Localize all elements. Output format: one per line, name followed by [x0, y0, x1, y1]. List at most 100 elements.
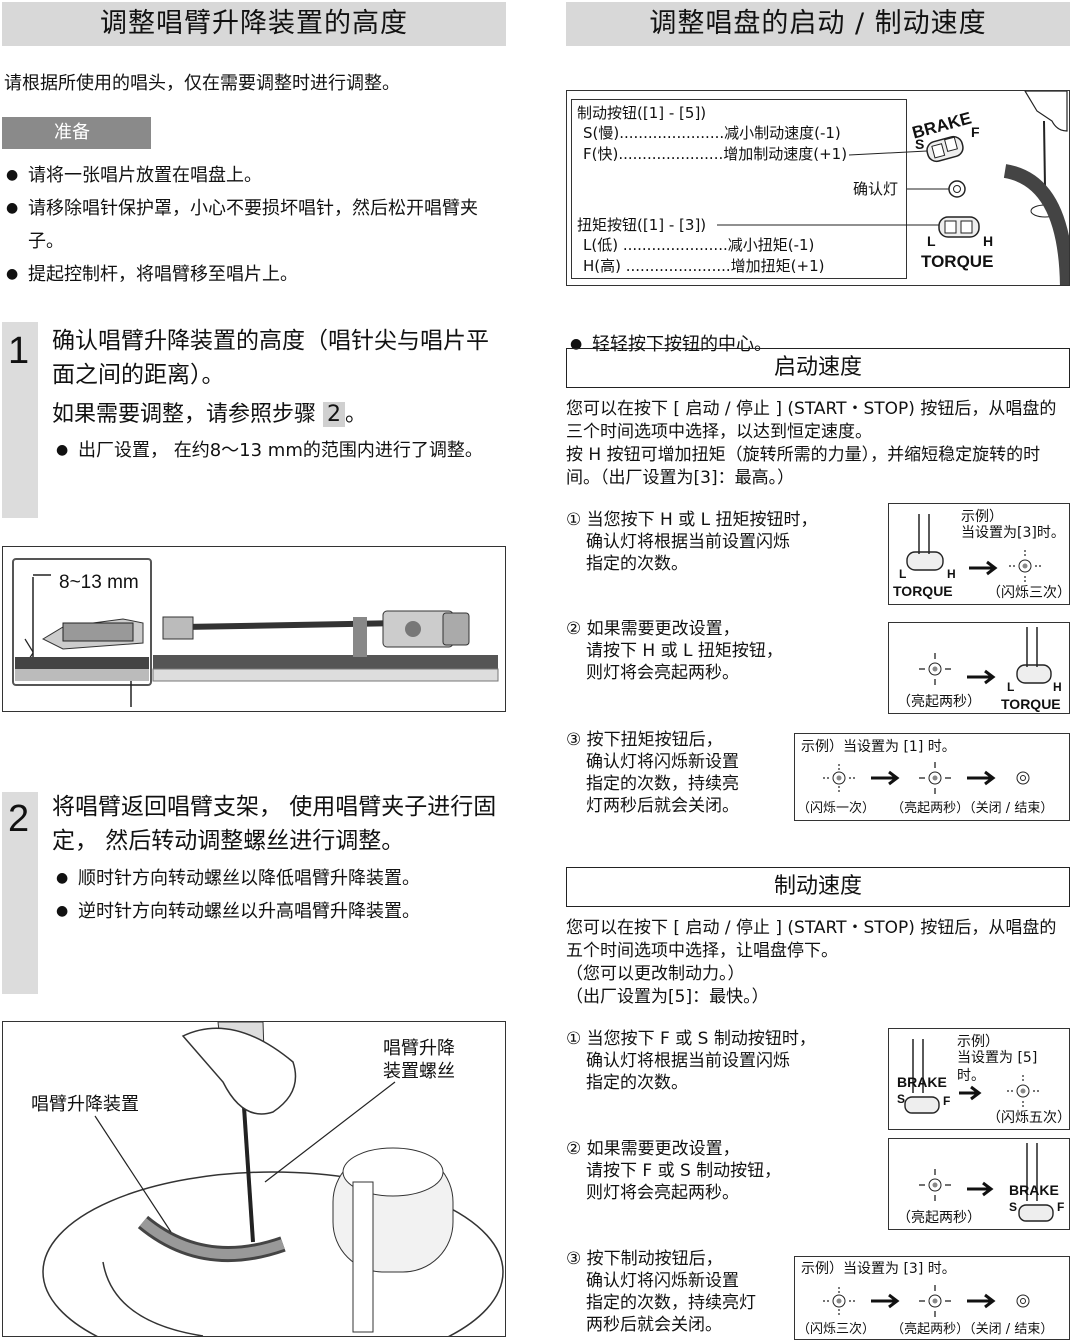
torque-word: TORQUE	[921, 252, 993, 271]
arrow-right-icon	[967, 770, 996, 786]
brake-button-icon	[904, 1096, 940, 1114]
step1-subtext: 如果需要调整，请参照步骤 2。	[52, 398, 506, 432]
brake-step2: ② 如果需要更改设置， 请按下 F 或 S 制动按钮， 则灯将会亮起两秒。	[566, 1138, 886, 1204]
torque-sequence-diagram	[823, 762, 1030, 794]
step1-sub-prefix: 如果需要调整，请参照步骤	[52, 402, 317, 427]
svg-text:H: H	[1053, 680, 1062, 694]
step-ref-badge: 2	[323, 402, 346, 427]
caption: （关闭 / 结束）	[969, 1322, 1054, 1337]
sequence-captions: （闪烁三次） （亮起两秒）（关闭 / 结束）	[797, 1321, 1053, 1339]
brake-speed-desc3: （出厂设置为[5]：最快。）	[566, 987, 769, 1007]
caption: （闪烁一次）	[797, 801, 876, 816]
start-step3-line: 确认灯将闪烁新设置	[586, 752, 739, 772]
brake-s-letter: S	[915, 136, 924, 152]
tonearm-height-figure: 8~13 mm	[2, 546, 506, 712]
start-step2-line: 请按下 H 或 L 扭矩按钮，	[586, 641, 783, 661]
torque-lit-diagram: L H TORQUE	[919, 627, 1062, 712]
lit-light-icon	[919, 1169, 951, 1201]
brake-lit-diagram: BRAKE S F	[919, 1143, 1064, 1222]
arrow-right-icon	[969, 560, 998, 576]
start-step3-line: ③ 按下扭矩按钮后，	[566, 730, 723, 750]
step2-note: 逆时针方向转动螺丝以升高唱臂升降装置。	[56, 895, 506, 928]
brake-sequence-diagram	[823, 1285, 1030, 1317]
brake-step2-line: 则灯将会亮起两秒。	[586, 1183, 739, 1203]
torque-title: 扭矩按钮([1] - [3])	[577, 216, 707, 234]
arrow-right-icon	[871, 770, 900, 786]
right-section-header: 调整唱盘的启动 / 制动速度	[566, 2, 1070, 46]
torque-l-line: L(低) ......................减小扭矩(-1)	[583, 236, 815, 254]
step2-bar	[2, 792, 38, 994]
lift-screw-label-line1: 唱臂升降	[383, 1038, 455, 1058]
svg-text:F: F	[943, 1094, 950, 1108]
prep-item: 请移除唱针保护罩，小心不要损坏唱针，然后松开唱臂夹子。	[6, 192, 506, 258]
torque-word: TORQUE	[893, 583, 953, 599]
prep-list: 请将一张唱片放置在唱盘上。 请移除唱针保护罩，小心不要损坏唱针，然后松开唱臂夹子…	[6, 159, 506, 291]
brake-step3-line: 两秒后就会关闭。	[586, 1315, 722, 1335]
brake-step1-figure: 示例） 当设置为 [5] 时。 BRAKE S F （闪烁五次）	[888, 1028, 1071, 1130]
torque-blink-diagram: L H TORQUE	[893, 514, 1041, 599]
blinking-light-icon	[823, 1287, 855, 1315]
brake-step3-figure: 示例）当设置为 [3] 时。 （闪烁三次） （亮起两秒）（关闭 / 结束）	[794, 1256, 1070, 1340]
brake-step1-line: 指定的次数。	[586, 1073, 688, 1093]
torque-button-icon	[938, 216, 980, 238]
start-step2-line: 则灯将会亮起两秒。	[586, 663, 739, 683]
blink-caption: （闪烁三次）	[987, 585, 1071, 601]
torque-button-icon	[906, 551, 944, 571]
example-setting: 当设置为 [5] 时。	[957, 1050, 1038, 1084]
step2-notes: 顺时针方向转动螺丝以降低唱臂升降装置。 逆时针方向转动螺丝以升高唱臂升降装置。	[56, 862, 506, 928]
step2-note: 顺时针方向转动螺丝以降低唱臂升降装置。	[56, 862, 506, 895]
sequence-captions: （闪烁一次） （亮起两秒）（关闭 / 结束）	[797, 800, 1053, 818]
blinking-light-icon	[1009, 550, 1041, 582]
brake-s-line: S(慢)......................减小制动速度(-1)	[583, 124, 841, 142]
arrow-right-icon	[967, 1181, 994, 1197]
step1-title: 确认唱臂升降装置的高度（唱针尖与唱片平面之间的距离）。	[52, 328, 489, 388]
brake-speed-title: 制动速度	[566, 867, 1070, 907]
arrow-right-icon	[959, 1085, 982, 1101]
torque-button-icon	[1016, 664, 1052, 684]
arrow-right-icon	[967, 669, 996, 685]
brake-button-icon	[926, 135, 964, 163]
lit-caption: （亮起两秒）	[897, 1210, 981, 1226]
height-range-label: 8~13 mm	[59, 572, 139, 593]
brake-blink-diagram: BRAKE S F	[897, 1039, 1039, 1114]
brake-step2-figure: BRAKE S F （亮起两秒）	[888, 1138, 1070, 1230]
caption: （闪烁三次）	[797, 1322, 876, 1337]
svg-text:L: L	[1007, 680, 1014, 694]
lift-device-label: 唱臂升降装置	[31, 1094, 139, 1114]
press-note: 轻轻按下按钮的中心。	[570, 328, 1070, 361]
step1-note: 出厂设置， 在约8～13 mm的范围内进行了调整。	[56, 434, 506, 467]
example-setting: 示例）当设置为 [1] 时。	[801, 739, 956, 755]
indicator-light-icon	[948, 180, 966, 198]
brake-f-line: F(快)......................增加制动速度(+1)	[583, 145, 848, 163]
svg-text:L: L	[899, 567, 906, 581]
start-step3-line: 灯两秒后就会关闭。	[586, 796, 739, 816]
start-step2-line: ② 如果需要更改设置，	[566, 619, 740, 639]
brake-step1-line: ① 当您按下 F 或 S 制动按钮时，	[566, 1029, 816, 1049]
brake-speed-desc2: （您可以更改制动力。）	[566, 964, 745, 984]
start-step3-figure: 示例）当设置为 [1] 时。 （闪烁一次） （亮起两秒）（关闭 / 结束）	[794, 733, 1070, 821]
brake-step1: ① 当您按下 F 或 S 制动按钮时， 确认灯将根据当前设置闪烁 指定的次数。	[566, 1028, 886, 1094]
start-step3-line: 指定的次数，持续亮	[586, 774, 739, 794]
caption: （亮起两秒）	[891, 801, 970, 816]
start-step1: ① 当您按下 H 或 L 扭矩按钮时， 确认灯将根据当前设置闪烁 指定的次数。	[566, 509, 886, 575]
blinking-light-icon	[823, 764, 855, 792]
lit-light-icon	[919, 1285, 951, 1317]
brake-step2-line: 请按下 F 或 S 制动按钮，	[586, 1161, 782, 1181]
torque-h-line: H(高) ......................增加扭矩(+1)	[583, 257, 825, 275]
start-step1-line: 指定的次数。	[586, 554, 688, 574]
brake-step1-line: 确认灯将根据当前设置闪烁	[586, 1051, 790, 1071]
off-light-icon	[1016, 771, 1030, 785]
lit-light-icon	[919, 653, 951, 685]
blinking-light-icon	[1007, 1075, 1039, 1107]
svg-text:F: F	[1057, 1200, 1064, 1214]
tonearm-side-view-illustration: 8~13 mm	[12, 558, 499, 707]
blink-caption: （闪烁五次）	[987, 1110, 1071, 1126]
start-step3: ③ 按下扭矩按钮后， 确认灯将闪烁新设置 指定的次数，持续亮 灯两秒后就会关闭。	[566, 729, 786, 817]
prep-item: 提起控制杆，将唱臂移至唱片上。	[6, 258, 506, 291]
brake-title: 制动按钮([1] - [5])	[577, 104, 707, 122]
indicator-label: 确认灯	[853, 180, 899, 198]
prep-item: 请将一张唱片放置在唱盘上。	[6, 159, 506, 192]
example-setting: 当设置为[3]时。	[961, 525, 1065, 541]
finger-press-icon	[1003, 91, 1069, 285]
brake-word: BRAKE	[897, 1074, 947, 1090]
